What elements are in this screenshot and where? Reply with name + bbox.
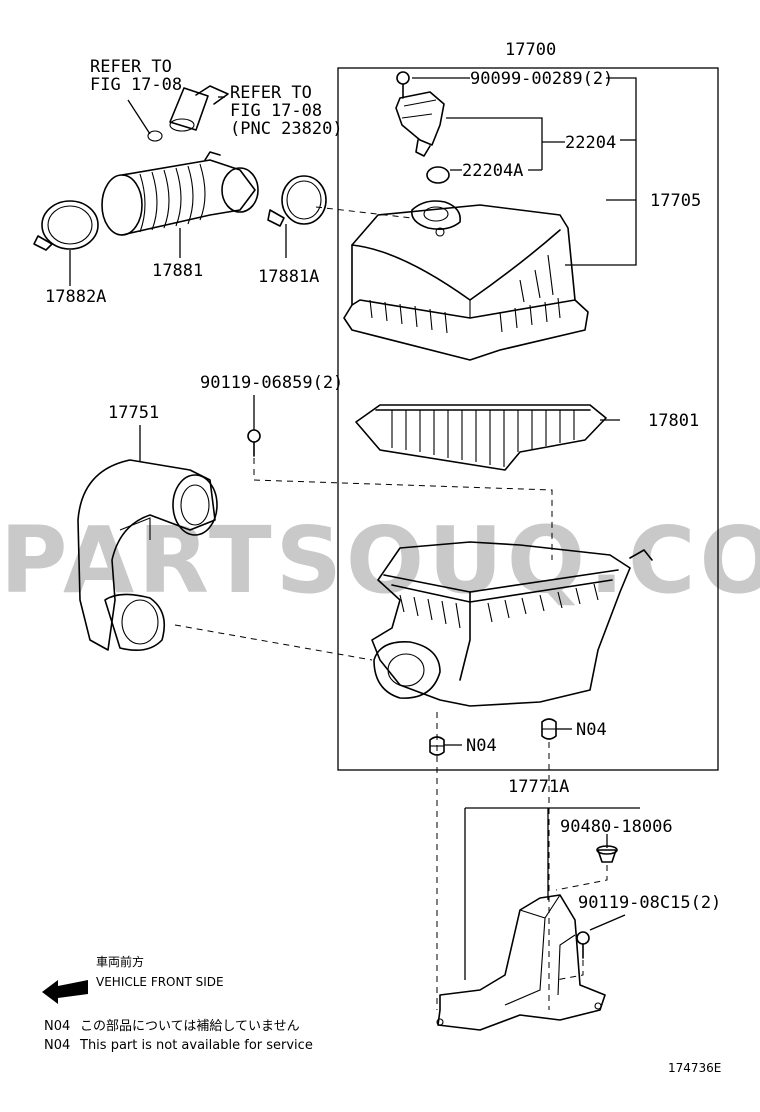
- meter-seal-ring[interactable]: [426, 166, 450, 184]
- meter-bolt[interactable]: [396, 71, 410, 99]
- label-17705: 17705: [650, 191, 701, 211]
- vent-clip: [147, 130, 163, 142]
- note-jp-code: N04: [44, 1019, 70, 1034]
- label-17882a: 17882A: [45, 287, 106, 307]
- air-cleaner-case[interactable]: [371, 541, 653, 707]
- label-90480-18006: 90480-18006: [560, 817, 673, 837]
- label-17700: 17700: [505, 40, 556, 60]
- pipe-bolt[interactable]: [247, 429, 261, 457]
- intake-pipe[interactable]: [77, 459, 218, 651]
- vent-hose: [169, 85, 229, 132]
- air-cleaner-bracket[interactable]: [436, 894, 606, 1031]
- note-en-code: N04: [44, 1038, 70, 1053]
- label-17751: 17751: [108, 403, 159, 423]
- mount-rubber-right[interactable]: [541, 718, 557, 740]
- watermark-text: PARTSOUQ.COM: [0, 507, 760, 614]
- label-refer2-line1: REFER TO: [230, 83, 312, 103]
- note-en: This part is not available for service: [79, 1038, 313, 1053]
- intake-hose[interactable]: [101, 151, 259, 236]
- air-cleaner-element[interactable]: [355, 404, 607, 471]
- label-17881: 17881: [152, 261, 203, 281]
- label-22204: 22204: [565, 133, 616, 153]
- front-side-en: VEHICLE FRONT SIDE: [96, 975, 224, 989]
- label-refer2-line2: FIG 17-08: [230, 101, 322, 121]
- air-cleaner-cap[interactable]: [343, 200, 589, 361]
- clamp-right[interactable]: [267, 175, 327, 227]
- front-side-jp: 車両前方: [96, 954, 144, 969]
- label-refer2-line3: (PNC 23820): [230, 119, 343, 139]
- label-17801: 17801: [648, 411, 699, 431]
- label-refer1-line2: FIG 17-08: [90, 75, 182, 95]
- label-90119-06859: 90119-06859(2): [200, 373, 343, 393]
- label-refer1-line1: REFER TO: [90, 57, 172, 77]
- label-n04-left: N04: [466, 736, 497, 756]
- note-jp: この部品については補給していません: [80, 1019, 300, 1034]
- figure-id: 174736E: [668, 1061, 721, 1075]
- assembly-box: [337, 67, 719, 771]
- bracket-bolt[interactable]: [576, 931, 590, 959]
- grommet[interactable]: [596, 845, 618, 863]
- air-flow-meter[interactable]: [395, 91, 445, 157]
- label-22204a: 22204A: [462, 161, 523, 181]
- label-n04-right: N04: [576, 720, 607, 740]
- clamp-left[interactable]: [33, 200, 99, 251]
- label-90119-08c15: 90119-08C15(2): [578, 893, 721, 913]
- arrow-left-icon: [42, 980, 88, 1004]
- label-90099-00289: 90099-00289(2): [470, 69, 613, 89]
- label-17881a: 17881A: [258, 267, 319, 287]
- label-17771a: 17771A: [508, 777, 569, 797]
